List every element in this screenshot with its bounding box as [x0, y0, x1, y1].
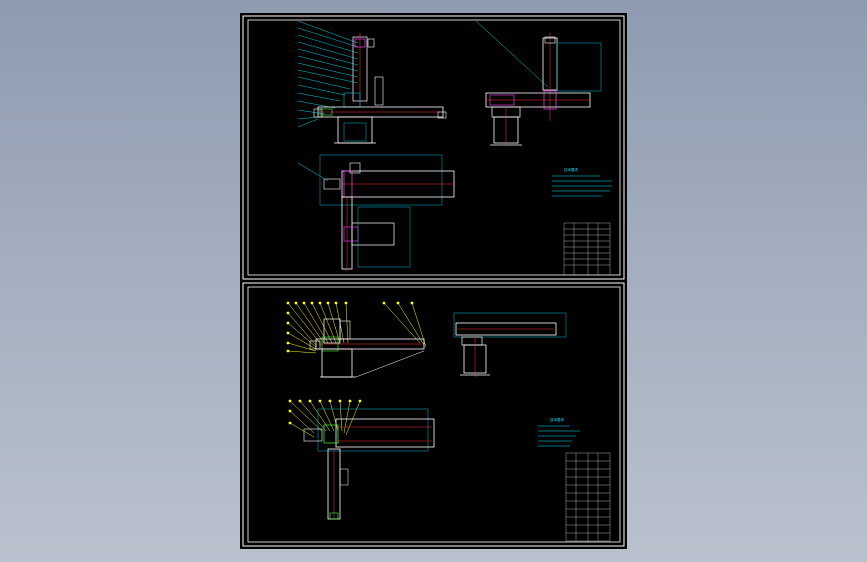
- sheet-1-inner-border: [247, 19, 621, 276]
- sheet-1-front-view: [297, 20, 447, 144]
- drawing-canvas[interactable]: 技术要求: [240, 13, 627, 549]
- sheet-1-title-block: [563, 222, 611, 276]
- svg-text:技术要求: 技术要求: [564, 167, 578, 172]
- sheet-1[interactable]: 技术要求: [242, 15, 625, 280]
- sheet-2-side-view: [453, 312, 567, 377]
- sheet-2-inner-border: [247, 286, 621, 543]
- sheet-1-outer-border: [242, 15, 625, 280]
- sheet-1-notes: 技术要求: [552, 167, 612, 197]
- sheet-1-top-view: [297, 154, 455, 271]
- sheet-2-front-view: [286, 301, 427, 378]
- sheet-2-top-view: [288, 399, 435, 520]
- sheet-1-side-view: [475, 20, 602, 146]
- svg-text:技术要求: 技术要求: [550, 417, 564, 422]
- sheet-2-notes: 技术要求: [538, 417, 580, 447]
- sheet-2-outer-border: [242, 282, 625, 547]
- sheet-2-title-block: [565, 452, 611, 542]
- sheet-2[interactable]: 技术要求: [242, 282, 625, 547]
